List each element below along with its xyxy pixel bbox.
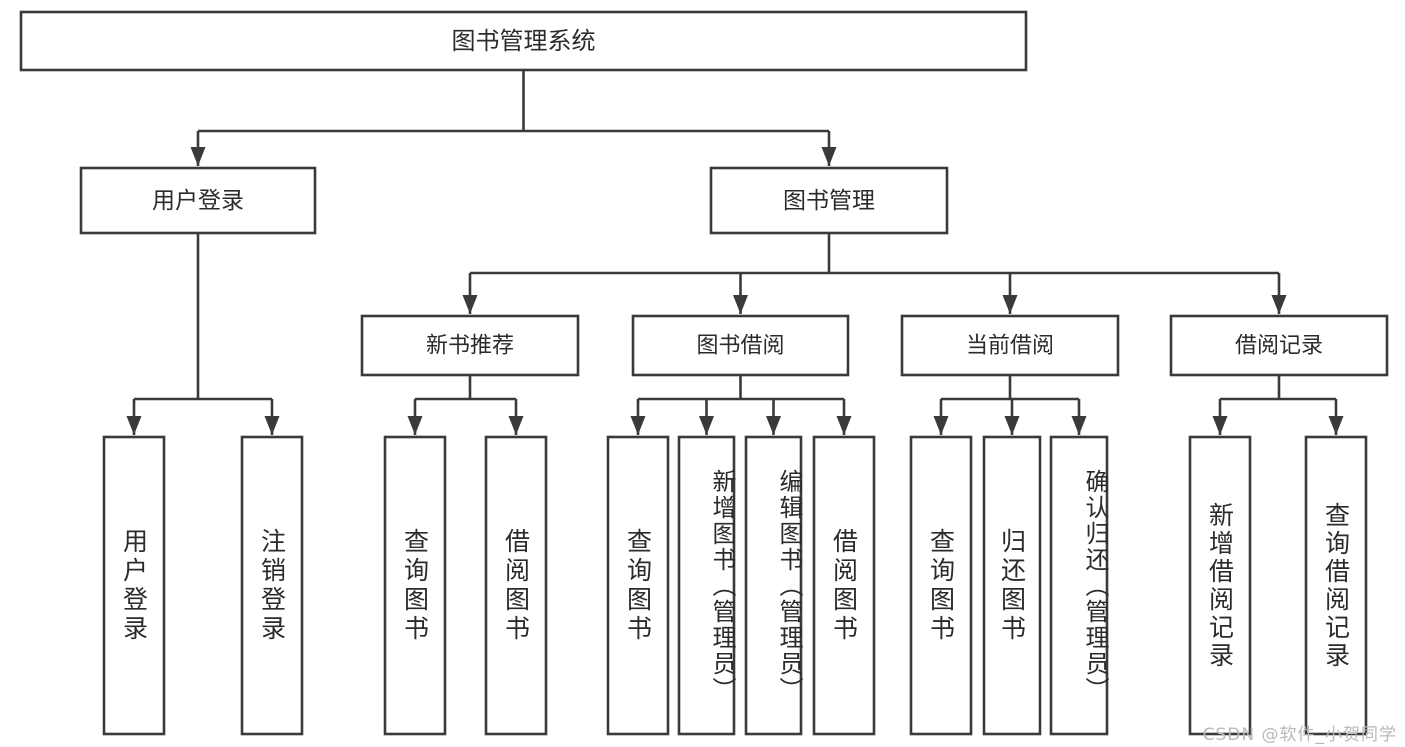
arrow-head-icon (1071, 416, 1087, 435)
node-leaf-10[interactable] (1049, 435, 1109, 736)
node-leaf-12[interactable] (1304, 435, 1368, 736)
arrow-head-icon (462, 295, 478, 314)
arrow-head-icon (407, 416, 423, 435)
node-label: 新书推荐 (426, 334, 514, 359)
arrow-head-icon (1002, 295, 1018, 314)
arrow-head-icon (126, 416, 142, 435)
node-level2-1[interactable] (709, 166, 949, 235)
arrow-head-icon (190, 147, 206, 166)
arrow-head-icon (1004, 416, 1020, 435)
node-level3-0[interactable] (360, 314, 580, 377)
arrow-head-icon (733, 295, 748, 314)
arrow-head-icon (821, 147, 837, 166)
arrow-head-icon (264, 416, 280, 435)
node-label: 图书管理系统 (452, 27, 596, 55)
node-label: 借阅记录 (1235, 334, 1323, 359)
node-level3-2[interactable] (900, 314, 1120, 377)
arrow-head-icon (508, 416, 524, 435)
arrow-head-icon (1212, 416, 1228, 435)
node-leaf-7[interactable] (812, 435, 876, 736)
node-level3-3[interactable] (1169, 314, 1389, 377)
arrow-head-icon (836, 416, 852, 435)
node-label: 用户登录 (152, 188, 244, 214)
node-root[interactable] (19, 10, 1028, 72)
node-leaf-4[interactable] (606, 435, 670, 736)
node-label: 图书管理 (783, 188, 875, 214)
arrow-head-icon (630, 416, 646, 435)
node-leaf-3[interactable] (484, 435, 548, 736)
node-leaf-5[interactable] (677, 435, 736, 736)
connector-layer (126, 70, 1344, 435)
node-leaf-6[interactable] (744, 435, 803, 736)
arrow-head-icon (1328, 416, 1344, 435)
node-leaf-8[interactable] (909, 435, 973, 736)
node-level3-1[interactable] (631, 314, 850, 377)
watermark: CSDN @软件_小贺同学 (1202, 725, 1397, 745)
node-leaf-1[interactable] (240, 435, 304, 736)
arrow-head-icon (699, 416, 714, 435)
arrow-head-icon (766, 416, 781, 435)
node-leaf-0[interactable] (102, 435, 166, 736)
arrow-head-icon (933, 416, 949, 435)
node-level2-0[interactable] (79, 166, 317, 235)
node-label: 图书借阅 (696, 334, 784, 359)
arrow-head-icon (1271, 295, 1287, 314)
node-leaf-11[interactable] (1188, 435, 1252, 736)
node-leaf-2[interactable] (383, 435, 447, 736)
node-leaf-9[interactable] (982, 435, 1042, 736)
node-label: 当前借阅 (966, 334, 1054, 359)
